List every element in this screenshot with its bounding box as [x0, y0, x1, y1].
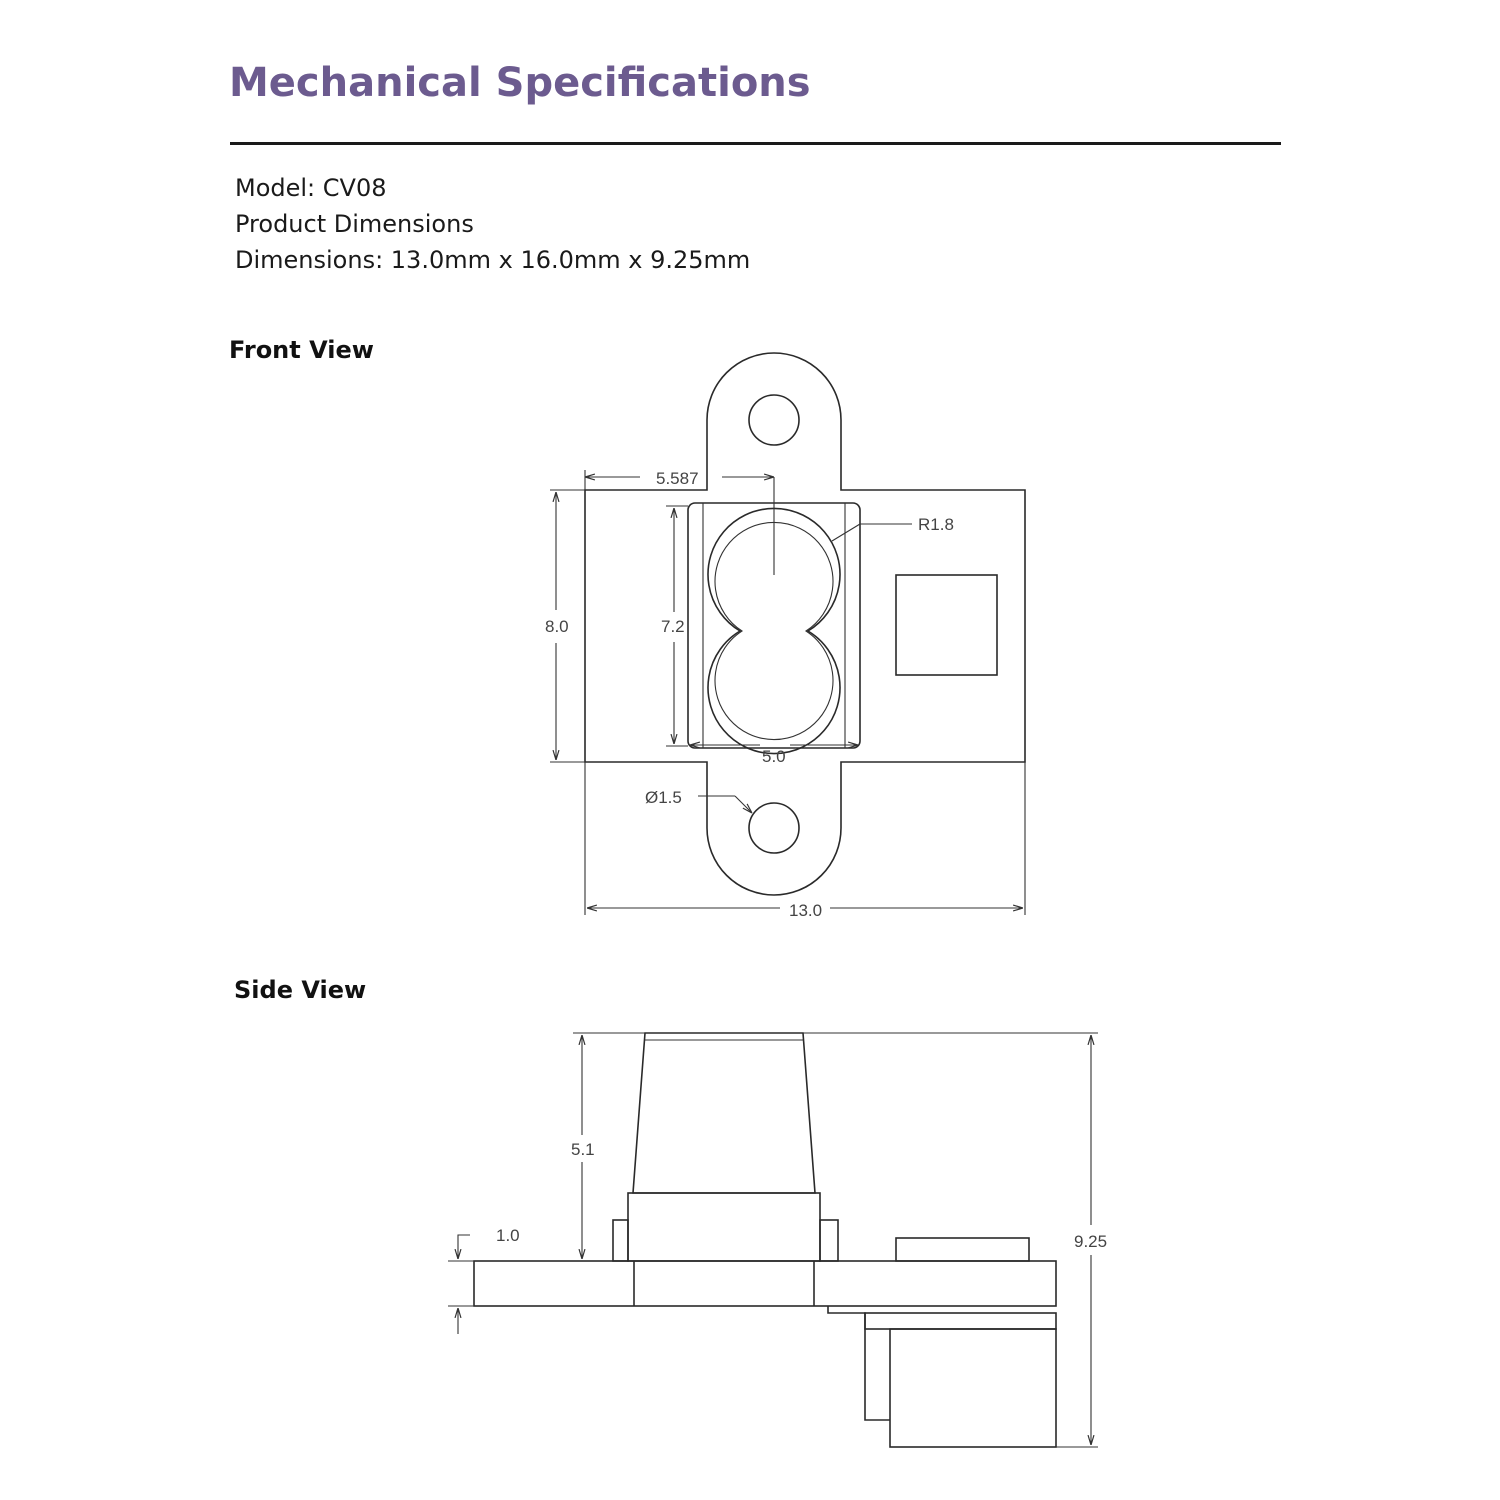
dim-height-outer-label: 8.0: [545, 617, 569, 636]
spec-summary: Model: CV08 Product Dimensions Dimension…: [235, 170, 750, 278]
lens-base-left-step: [612, 1219, 629, 1262]
dim-offset-label: 5.587: [656, 469, 699, 488]
dim-hole-label: Ø1.5: [645, 788, 682, 807]
pcb-board: [473, 1260, 1057, 1307]
top-mount-hole: [748, 394, 800, 446]
lens-base-right-step: [819, 1219, 839, 1262]
dim-width-inner-label: 5.0: [762, 747, 786, 766]
page-title: Mechanical Specifications: [229, 60, 811, 106]
product-dimensions-heading: Product Dimensions: [235, 210, 474, 238]
front-view-heading: Front View: [229, 336, 374, 364]
side-view-heading: Side View: [234, 976, 367, 1004]
bottom-mount-hole: [748, 802, 800, 854]
lens-outline-outer: [707, 507, 841, 755]
side-view-drawing: 5.1 1.0 9.25: [448, 1032, 1107, 1448]
dim-radius-label: R1.8: [918, 515, 954, 534]
connector-bracket: [864, 1312, 1057, 1330]
front-view-drawing: 5.587 R1.8 8.0 7.2 5.0 Ø1.5 13.0: [545, 352, 1026, 920]
title-divider: [230, 142, 1281, 145]
lens-barrel: [632, 1032, 816, 1194]
module-outline: [584, 352, 1026, 896]
dim-width-outer-label: 13.0: [789, 901, 822, 920]
dim-total-height-label: 9.25: [1074, 1232, 1107, 1251]
connector-lead: [827, 1306, 890, 1421]
component-square: [895, 574, 998, 676]
dim-board-thickness-label: 1.0: [496, 1226, 520, 1245]
lens-base: [627, 1192, 821, 1262]
lens-outline-inner: [714, 521, 834, 741]
dimensions-text: Dimensions: 13.0mm x 16.0mm x 9.25mm: [235, 246, 751, 274]
top-component: [895, 1237, 1030, 1262]
model-text: Model: CV08: [235, 174, 387, 202]
connector-body: [889, 1328, 1057, 1448]
dim-lens-height-label: 5.1: [571, 1140, 595, 1159]
dim-height-inner-label: 7.2: [661, 617, 685, 636]
